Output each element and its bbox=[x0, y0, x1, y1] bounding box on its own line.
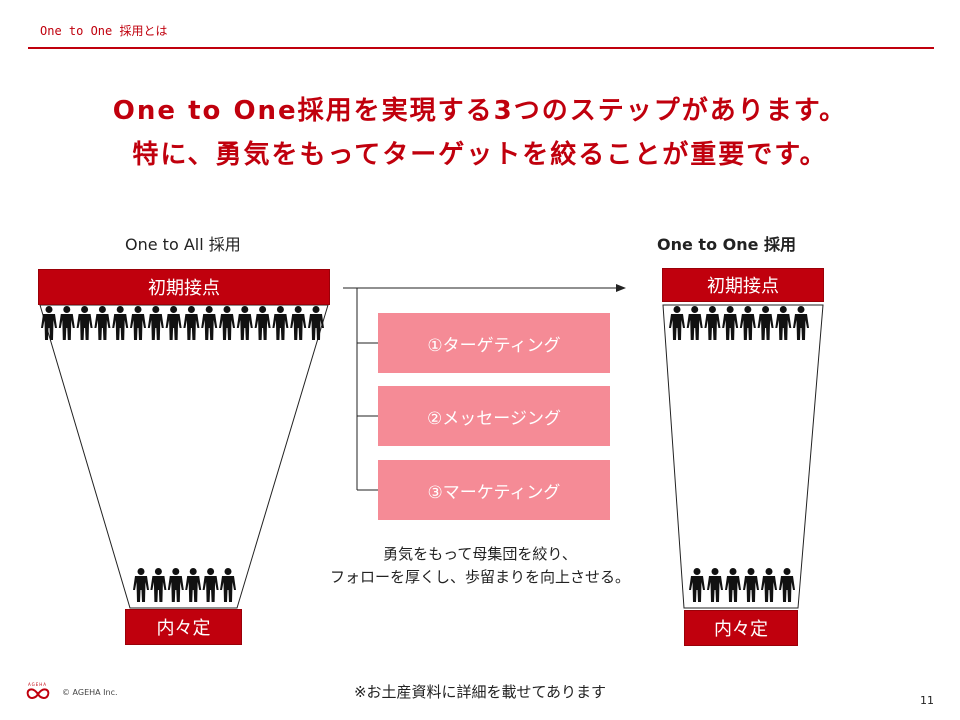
person-icon bbox=[165, 306, 182, 340]
page-number: 11 bbox=[920, 694, 934, 707]
person-icon bbox=[130, 306, 146, 340]
person-icon bbox=[236, 306, 253, 340]
person-icon bbox=[150, 568, 167, 602]
person-icon bbox=[94, 306, 111, 340]
person-icon bbox=[689, 568, 705, 602]
footer-note: ※お土産資料に詳細を載せてあります bbox=[353, 683, 607, 701]
logo-wordmark: AGEHA bbox=[28, 682, 47, 687]
person-icon bbox=[167, 568, 184, 602]
person-icon bbox=[220, 568, 236, 602]
person-icon bbox=[290, 306, 307, 340]
person-icon bbox=[725, 568, 741, 602]
person-icon bbox=[775, 306, 792, 340]
person-icon bbox=[254, 306, 271, 340]
step-messaging: ②メッセージング bbox=[378, 386, 610, 446]
right-funnel bbox=[662, 304, 824, 609]
person-icon bbox=[779, 568, 795, 602]
person-icon bbox=[183, 306, 200, 340]
people-group-left-top bbox=[41, 306, 324, 340]
person-icon bbox=[669, 306, 685, 340]
left-offer-label: 内々定 bbox=[125, 609, 242, 645]
person-icon bbox=[219, 306, 235, 340]
people-group-left-bottom bbox=[133, 568, 236, 602]
person-icon bbox=[722, 306, 739, 340]
person-icon bbox=[76, 306, 93, 340]
person-icon bbox=[112, 306, 129, 340]
person-icon bbox=[686, 306, 703, 340]
headline-line-2: 特に、勇気をもってターゲットを絞ることが重要です。 bbox=[132, 140, 828, 170]
left-funnel bbox=[39, 304, 329, 609]
step-targeting: ①ターゲティング bbox=[378, 313, 610, 373]
person-icon bbox=[739, 306, 756, 340]
person-icon bbox=[272, 306, 289, 340]
person-icon bbox=[761, 568, 777, 602]
caption-line-2: フォローを厚くし、歩留まりを向上させる。 bbox=[329, 568, 630, 586]
company-logo: AGEHA bbox=[24, 680, 54, 708]
person-icon bbox=[707, 568, 723, 602]
person-icon bbox=[793, 306, 809, 340]
people-group-right-bottom bbox=[689, 568, 795, 602]
header-divider bbox=[28, 47, 934, 49]
person-icon bbox=[147, 306, 164, 340]
person-icon bbox=[704, 306, 721, 340]
person-icon bbox=[133, 568, 149, 602]
right-offer-label: 内々定 bbox=[684, 610, 798, 646]
person-icon bbox=[41, 306, 57, 340]
left-initial-contact-label: 初期接点 bbox=[38, 269, 330, 305]
people-group-right-top bbox=[669, 306, 809, 340]
caption: 勇気をもって母集団を絞り、 フォローを厚くし、歩留まりを向上させる。 bbox=[280, 543, 680, 589]
arrow-head-icon bbox=[616, 284, 626, 292]
copyright: © AGEHA Inc. bbox=[62, 688, 118, 697]
right-column-title: One to One 採用 bbox=[657, 235, 797, 254]
person-icon bbox=[757, 306, 774, 340]
person-icon bbox=[58, 306, 75, 340]
section-label: One to One 採用とは bbox=[40, 24, 168, 38]
person-icon bbox=[201, 306, 218, 340]
right-initial-contact-label: 初期接点 bbox=[662, 268, 824, 302]
person-icon bbox=[202, 568, 219, 602]
person-icon bbox=[308, 306, 324, 340]
left-column-title: One to All 採用 bbox=[125, 235, 241, 254]
headline-line-1: One to One採用を実現する3つのステップがあります。 bbox=[112, 96, 848, 126]
person-icon bbox=[185, 568, 202, 602]
process-connector bbox=[343, 284, 626, 491]
person-icon bbox=[743, 568, 759, 602]
step-marketing: ③マーケティング bbox=[378, 460, 610, 520]
caption-line-1: 勇気をもって母集団を絞り、 bbox=[383, 545, 577, 563]
